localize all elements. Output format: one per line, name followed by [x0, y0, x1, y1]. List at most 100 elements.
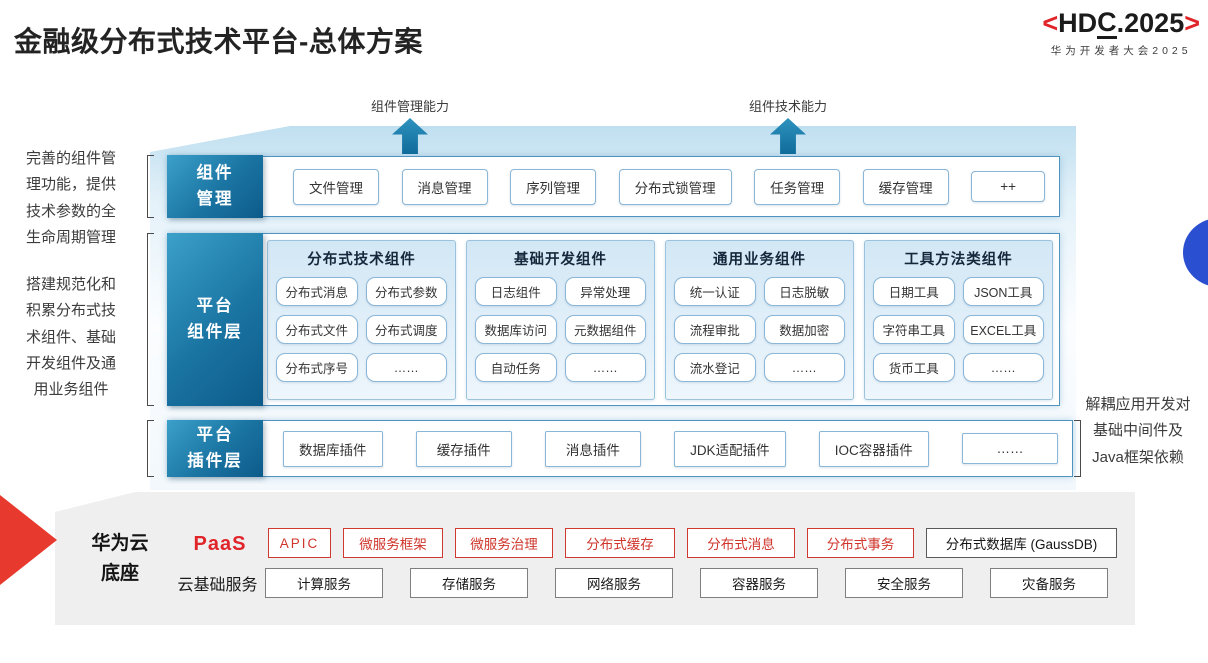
layer-label-line: 组件 [196, 163, 234, 182]
group-item: 字符串工具 [873, 315, 955, 344]
note-decoupling: 解耦应用开发对基础中间件及Java框架依赖 [1085, 396, 1191, 466]
group-item: 异常处理 [564, 277, 646, 306]
iaas-chip: 网络服务 [555, 568, 673, 598]
group-title: 基础开发组件 [514, 252, 607, 268]
foundation-panel [55, 492, 1135, 625]
layer-label-line: 平台 [196, 296, 234, 315]
foundation-title: 华为云 底座 [70, 529, 170, 590]
row-bracket-left [147, 420, 154, 477]
component-groups: 分布式技术组件 分布式消息 分布式参数 分布式文件 分布式调度 分布式序号 ……… [267, 240, 1053, 400]
row-bracket-left [147, 233, 154, 406]
paas-chip: 分布式消息 [687, 528, 795, 558]
group-title: 通用业务组件 [713, 252, 806, 268]
blue-circle-decoration [1183, 218, 1208, 287]
plugin-chip: IOC容器插件 [818, 430, 929, 467]
logo-c-underlined: C [1097, 8, 1117, 40]
group-item: 流程审批 [674, 315, 756, 344]
group-item: …… [365, 353, 447, 382]
group-grid: 分布式消息 分布式参数 分布式文件 分布式调度 分布式序号 …… [276, 277, 447, 382]
plugin-chip-row: 数据库插件 缓存插件 消息插件 JDK适配插件 IOC容器插件 …… [283, 420, 1058, 477]
group-item: EXCEL工具 [962, 315, 1044, 344]
gaussdb-chip: 分布式数据库 (GaussDB) [926, 528, 1117, 558]
note-platform-components: 搭建规范化和积累分布式技术组件、基础开发组件及通用业务组件 [25, 276, 116, 398]
component-chip: ++ [971, 171, 1045, 202]
group-basic-dev: 基础开发组件 日志组件 异常处理 数据库访问 元数据组件 自动任务 …… [466, 240, 655, 400]
group-grid: 统一认证 日志脱敏 流程审批 数据加密 流水登记 …… [674, 277, 845, 382]
group-item: 数据加密 [763, 315, 845, 344]
row-bracket-right [1074, 420, 1081, 477]
arrow-label-technology: 组件技术能力 [748, 99, 827, 114]
group-item: 统一认证 [674, 277, 756, 306]
iaas-label: 云基础服务 [177, 577, 258, 594]
group-title: 分布式技术组件 [307, 252, 416, 268]
plugin-chip: JDK适配插件 [674, 430, 786, 467]
group-item: 日志组件 [475, 277, 557, 306]
paas-chip: 微服务框架 [343, 528, 443, 558]
foundation-title-line: 底座 [100, 563, 139, 585]
iaas-chip-row: 计算服务 存储服务 网络服务 容器服务 安全服务 灾备服务 [265, 568, 1108, 598]
up-arrow-icon [392, 118, 428, 154]
group-item: 数据库访问 [475, 315, 557, 344]
layer-label-line: 平台 [196, 425, 234, 444]
group-tool-methods: 工具方法类组件 日期工具 JSON工具 字符串工具 EXCEL工具 货币工具 …… [864, 240, 1053, 400]
paas-chip: APIC [268, 528, 331, 558]
group-item: 分布式调度 [365, 315, 447, 344]
group-distributed-tech: 分布式技术组件 分布式消息 分布式参数 分布式文件 分布式调度 分布式序号 …… [267, 240, 456, 400]
arrow-label-management: 组件管理能力 [370, 99, 449, 114]
logo-year: .2025 [1116, 8, 1185, 39]
group-item: 分布式文件 [276, 315, 358, 344]
group-item: 分布式序号 [276, 353, 358, 382]
iaas-chip: 存储服务 [410, 568, 528, 598]
plugin-chip: …… [961, 433, 1058, 464]
paas-chip: 分布式事务 [807, 528, 914, 558]
red-arrow-icon [0, 495, 57, 585]
layer-label-line: 组件层 [187, 322, 243, 341]
iaas-chip: 灾备服务 [990, 568, 1108, 598]
up-arrow-icon [770, 118, 806, 154]
group-common-business: 通用业务组件 统一认证 日志脱敏 流程审批 数据加密 流水登记 …… [665, 240, 854, 400]
group-item: 分布式参数 [365, 277, 447, 306]
plugin-chip: 数据库插件 [283, 430, 383, 467]
group-item: 日志脱敏 [763, 277, 845, 306]
note-component-management: 完善的组件管理功能，提供技术参数的全生命周期管理 [25, 150, 116, 246]
iaas-chip: 安全服务 [845, 568, 963, 598]
paas-label: PaaS [193, 533, 247, 555]
component-chip: 任务管理 [754, 168, 841, 205]
paas-chip: 微服务治理 [455, 528, 553, 558]
group-item: 分布式消息 [276, 277, 358, 306]
layer-label-plugins: 平台 插件层 [167, 420, 263, 477]
foundation-title-line: 华为云 [91, 533, 149, 554]
plugin-chip: 缓存插件 [415, 430, 512, 467]
management-chip-row: 文件管理 消息管理 序列管理 分布式锁管理 任务管理 缓存管理 ++ [293, 156, 1045, 217]
layer-label-management: 组件 管理 [167, 155, 263, 218]
group-item: …… [763, 353, 845, 382]
group-item: 货币工具 [873, 353, 955, 382]
component-chip: 分布式锁管理 [618, 168, 732, 205]
group-item: …… [564, 353, 646, 382]
group-grid: 日期工具 JSON工具 字符串工具 EXCEL工具 货币工具 …… [873, 277, 1044, 382]
logo-left-bracket-icon: < [1042, 8, 1059, 39]
capability-arrow-management: 组件管理能力 [335, 96, 485, 154]
layer-label-components: 平台 组件层 [167, 233, 263, 406]
plugin-chip: 消息插件 [544, 430, 641, 467]
logo-right-bracket-icon: > [1184, 8, 1200, 39]
paas-chip-row: APIC 微服务框架 微服务治理 分布式缓存 分布式消息 分布式事务 分布式数据… [268, 528, 1117, 558]
layer-label-line: 管理 [196, 189, 234, 208]
component-chip: 序列管理 [510, 168, 597, 205]
group-title: 工具方法类组件 [904, 252, 1013, 268]
logo-hd: HD [1058, 8, 1098, 39]
group-grid: 日志组件 异常处理 数据库访问 元数据组件 自动任务 …… [475, 277, 646, 382]
row-bracket-left [147, 155, 154, 218]
group-item: 元数据组件 [564, 315, 646, 344]
iaas-chip: 容器服务 [700, 568, 818, 598]
group-item: …… [962, 353, 1044, 382]
paas-chip: 分布式缓存 [565, 528, 675, 558]
component-chip: 缓存管理 [862, 168, 949, 205]
capability-arrow-technology: 组件技术能力 [713, 96, 863, 154]
group-item: 流水登记 [674, 353, 756, 382]
layer-label-line: 插件层 [187, 451, 243, 470]
group-item: 日期工具 [873, 277, 955, 306]
component-chip: 文件管理 [293, 168, 379, 205]
